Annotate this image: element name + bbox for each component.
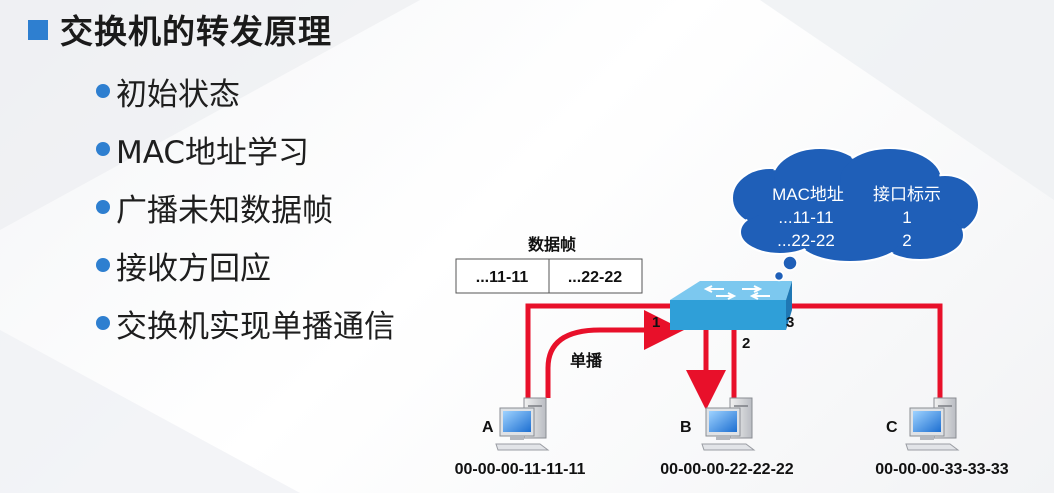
mac-table-row1-mac: ...11-11	[778, 208, 833, 227]
page-title: 交换机的转发原理	[60, 12, 332, 51]
bullet-text: 交换机实现单播通信	[116, 308, 395, 345]
frame-dst-field: ...22-22	[568, 269, 622, 286]
bullet-dot-icon	[96, 84, 110, 98]
bullet-text: 广播未知数据帧	[116, 192, 333, 229]
frame-label: 数据帧	[528, 235, 576, 254]
host-c-mac: 00-00-00-33-33-33	[875, 461, 1009, 478]
computer-icon	[701, 397, 756, 451]
mac-table-row1-port: 1	[902, 208, 911, 227]
host-a-mac: 00-00-00-11-11-11	[455, 461, 586, 478]
title-square-icon	[28, 20, 48, 40]
computer-icon	[495, 397, 550, 451]
bullet-dot-icon	[96, 142, 110, 156]
bullet-item: 交换机实现单播通信	[96, 294, 395, 352]
mac-table-header-mac: MAC地址	[772, 185, 844, 204]
slide-title: 交换机的转发原理	[28, 4, 332, 54]
bullet-item: 接收方回应	[96, 236, 395, 294]
bullet-text: 初始状态	[116, 76, 240, 113]
host-a-name: A	[482, 419, 494, 436]
port-label-1: 1	[652, 314, 660, 331]
bullet-text: MAC地址学习	[116, 134, 310, 171]
bullet-item: 初始状态	[96, 62, 395, 120]
bullet-text: 接收方回应	[116, 250, 271, 287]
host-b-mac: 00-00-00-22-22-22	[660, 461, 794, 478]
host-c-name: C	[886, 419, 898, 436]
bullet-dot-icon	[96, 316, 110, 330]
link-a-to-port1	[525, 303, 670, 400]
mac-table-header-port: 接口标示	[873, 185, 941, 204]
port-label-2: 2	[742, 335, 750, 352]
switch-icon	[670, 281, 792, 330]
unicast-label: 单播	[570, 351, 603, 370]
bullet-list: 初始状态 MAC地址学习 广播未知数据帧 接收方回应 交换机实现单播通信	[96, 62, 395, 352]
host-b-name: B	[680, 419, 692, 436]
mac-table-row2-mac: ...22-22	[777, 231, 835, 250]
bullet-item: MAC地址学习	[96, 120, 395, 178]
mac-table-row2-port: 2	[902, 231, 911, 250]
mac-table-cloud	[731, 147, 980, 282]
bullet-item: 广播未知数据帧	[96, 178, 395, 236]
unicast-arrow-a	[545, 310, 684, 398]
link-port3-to-c	[786, 303, 943, 402]
computer-icon	[905, 397, 960, 451]
frame-src-field: ...11-11	[476, 269, 529, 286]
bullet-dot-icon	[96, 258, 110, 272]
port-label-3: 3	[786, 314, 794, 331]
bullet-dot-icon	[96, 200, 110, 214]
